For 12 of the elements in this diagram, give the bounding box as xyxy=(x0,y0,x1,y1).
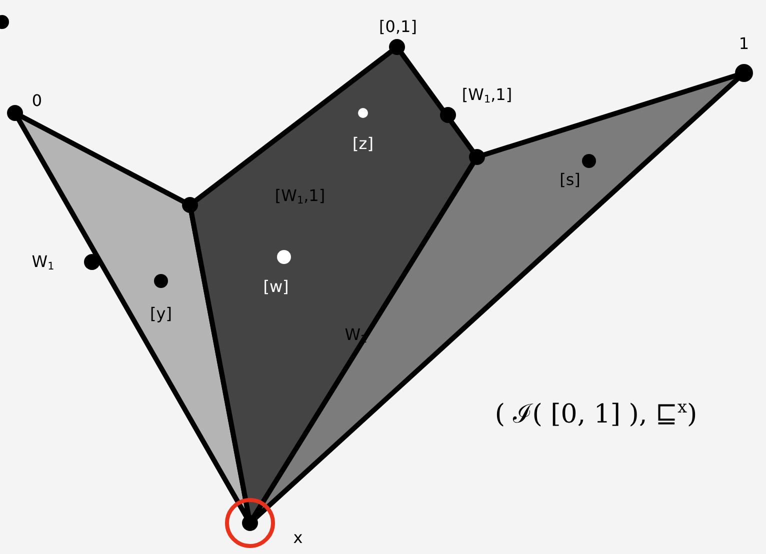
formula: ( ℐ( [0, 1] ), ⊑$^{x}$) xyxy=(494,398,698,428)
point-label: [y] xyxy=(150,306,172,322)
region-label: [W$_{1}$,1] xyxy=(274,188,326,206)
point-label: W$_{1}$ xyxy=(32,254,54,272)
point-label: [z] xyxy=(352,136,374,152)
vertex-label: 1 xyxy=(738,36,750,52)
vertex-label: [0,1] xyxy=(379,19,417,35)
point-label: [W$_{1}$,1] xyxy=(462,87,512,105)
point-label: [s] xyxy=(560,172,580,188)
vertex-label: 0 xyxy=(32,93,42,109)
point-label: [w] xyxy=(263,279,289,295)
vertex-label: x xyxy=(293,530,303,546)
